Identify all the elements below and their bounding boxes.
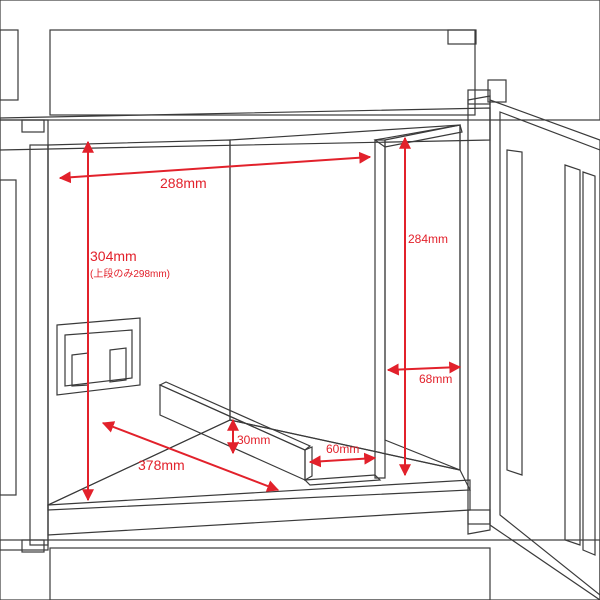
- door-frame: [467, 95, 491, 535]
- left-inner-wall: [47, 139, 231, 506]
- open-door: [489, 99, 600, 600]
- wall-opening: [56, 317, 141, 396]
- plate-width-label: 60mm: [326, 442, 359, 456]
- plate-width-dimension-line: [308, 452, 377, 468]
- plate-height-label: 30mm: [237, 433, 270, 447]
- back-wall: [229, 124, 461, 471]
- hinges: [21, 79, 507, 553]
- side-depth-label: 68mm: [419, 372, 452, 386]
- left-column: [0, 119, 49, 551]
- side-depth-dimension-line: [386, 361, 462, 376]
- left-height-note: (上段のみ298mm): [90, 267, 170, 280]
- left-height-label: 304mm: [90, 248, 137, 264]
- vertical-divider: [373, 124, 463, 479]
- right-height-label: 284mm: [408, 232, 448, 246]
- upper-unit: [0, 0, 600, 121]
- lower-unit: [0, 539, 600, 600]
- right-inner-wall: [384, 124, 461, 471]
- bottom-depth-label: 378mm: [138, 457, 185, 473]
- width-label: 288mm: [160, 175, 207, 191]
- bottom-depth-dimension-line: [101, 421, 280, 492]
- width-dimension-line: [58, 151, 372, 184]
